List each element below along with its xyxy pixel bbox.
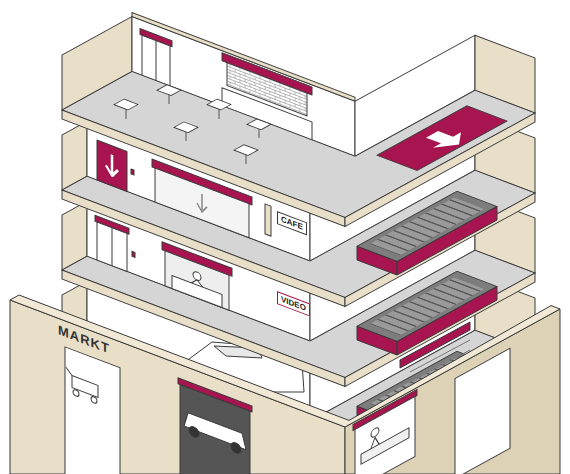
ground-facade bbox=[91, 396, 97, 404]
second-floor-shutters bbox=[131, 169, 134, 175]
ground-facade bbox=[180, 385, 250, 474]
second-floor-shutters bbox=[106, 152, 118, 178]
shop-sign: CAFE bbox=[277, 211, 307, 235]
ground-facade bbox=[65, 347, 120, 474]
first-floor-shutters bbox=[132, 251, 135, 257]
cafe-tables bbox=[174, 122, 198, 133]
top-floor bbox=[377, 106, 507, 171]
top-floor bbox=[62, 5, 535, 226]
top-floor bbox=[62, 110, 345, 227]
second-floor-shutters bbox=[265, 204, 271, 236]
top-floor bbox=[62, 5, 535, 217]
top-floor bbox=[62, 5, 535, 217]
second-floor-shutters bbox=[197, 192, 207, 214]
shop-sign: VIDEO bbox=[277, 291, 310, 316]
ground-facade bbox=[371, 426, 379, 438]
cafe-tables bbox=[114, 78, 296, 155]
ground-facade bbox=[231, 441, 241, 455]
top-floor bbox=[345, 113, 535, 227]
cafe-tables bbox=[114, 78, 296, 155]
top-floor bbox=[62, 110, 345, 227]
ground-facade bbox=[72, 376, 98, 398]
ground-facade bbox=[66, 367, 72, 375]
cafe-tables bbox=[157, 85, 181, 96]
cafe-tables bbox=[126, 90, 259, 164]
top-floor bbox=[418, 127, 473, 153]
top-floor bbox=[222, 53, 312, 95]
ground-facade bbox=[73, 389, 79, 397]
cafe-tables bbox=[247, 119, 271, 130]
top-floor bbox=[345, 113, 535, 227]
ground-facade bbox=[65, 335, 252, 474]
cafe-tables bbox=[114, 99, 138, 110]
ground-facade bbox=[189, 425, 199, 439]
cafe-tables bbox=[207, 99, 231, 110]
first-floor-shutters bbox=[97, 222, 127, 271]
ground-facade bbox=[355, 397, 415, 474]
first-floor-shutters bbox=[172, 276, 222, 308]
cafe-tables bbox=[114, 78, 296, 164]
facade-lettering: MARKT bbox=[58, 322, 110, 357]
top-floor bbox=[155, 41, 156, 81]
second-floor-shutters bbox=[97, 140, 127, 191]
first-floor-shutters bbox=[111, 228, 112, 266]
ground-facade bbox=[361, 428, 409, 464]
first-floor-shutters bbox=[165, 251, 229, 310]
cafe-tables bbox=[234, 145, 258, 156]
ground-facade bbox=[455, 348, 510, 474]
